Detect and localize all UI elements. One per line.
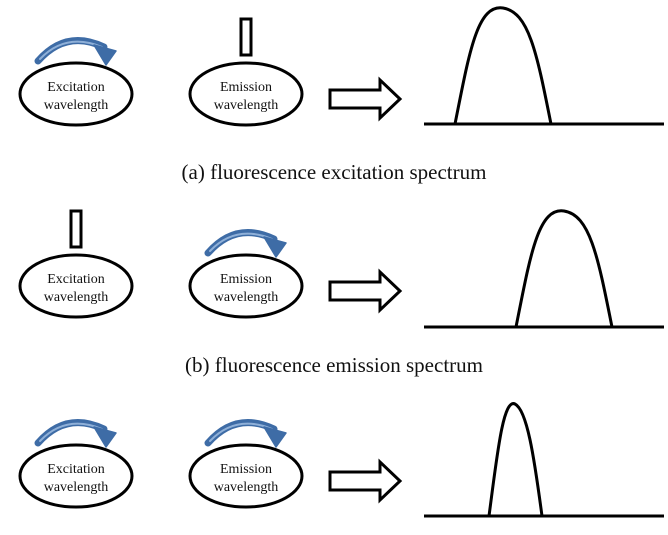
emission-wavelength-control: Emission wavelength [188,419,304,509]
excitation-label-line1: Excitation [47,272,105,287]
emission-oval [188,61,304,127]
excitation-oval [18,253,134,319]
emission-oval [188,443,304,509]
excitation-wavelength-control: Excitation wavelength [18,419,134,509]
excitation-wavelength-control: Excitation wavelength [18,209,134,319]
hollow-right-arrow-icon [328,458,403,504]
emission-wavelength-control: Emission wavelength [188,17,304,127]
excitation-wavelength-control: Excitation wavelength [18,37,134,127]
curved-scan-arrow-icon [204,419,287,448]
emission-label-line2: wavelength [214,290,279,305]
emission-wavelength-control: Emission wavelength [188,229,304,319]
curved-scan-arrow-icon [34,419,117,448]
excitation-label-line2: wavelength [44,290,109,305]
spectrum-peak-curve [514,209,614,328]
hollow-right-arrow-icon [328,76,403,122]
fixed-bar-icon [69,209,83,249]
emission-label-line2: wavelength [214,98,279,113]
panel-b: Excitation wavelength Emission wavelength (b… [18,209,664,377]
fixed-bar-icon [239,17,253,57]
emission-label-line1: Emission [220,272,272,287]
excitation-label-line1: Excitation [47,80,105,95]
emission-oval [188,253,304,319]
curved-scan-arrow-icon [204,229,287,258]
spectrum-peak-curve [453,6,553,125]
excitation-label-line2: wavelength [44,98,109,113]
excitation-oval [18,443,134,509]
excitation-label-line2: wavelength [44,480,109,495]
emission-label-line1: Emission [220,80,272,95]
emission-label-line1: Emission [220,462,272,477]
panel-caption: (b) fluorescence emission spectrum [185,353,483,377]
curved-scan-arrow-icon [34,37,117,66]
excitation-label-line1: Excitation [47,462,105,477]
panel-c: Excitation wavelength Emission wavelength [18,402,664,518]
panel-caption: (a) fluorescence excitation spectrum [182,160,487,184]
spectrum-peak-curve [487,402,544,517]
hollow-right-arrow-icon [328,268,403,314]
panel-a: Excitation wavelength Emission wavelength (a… [18,6,664,184]
excitation-oval [18,61,134,127]
emission-label-line2: wavelength [214,480,279,495]
